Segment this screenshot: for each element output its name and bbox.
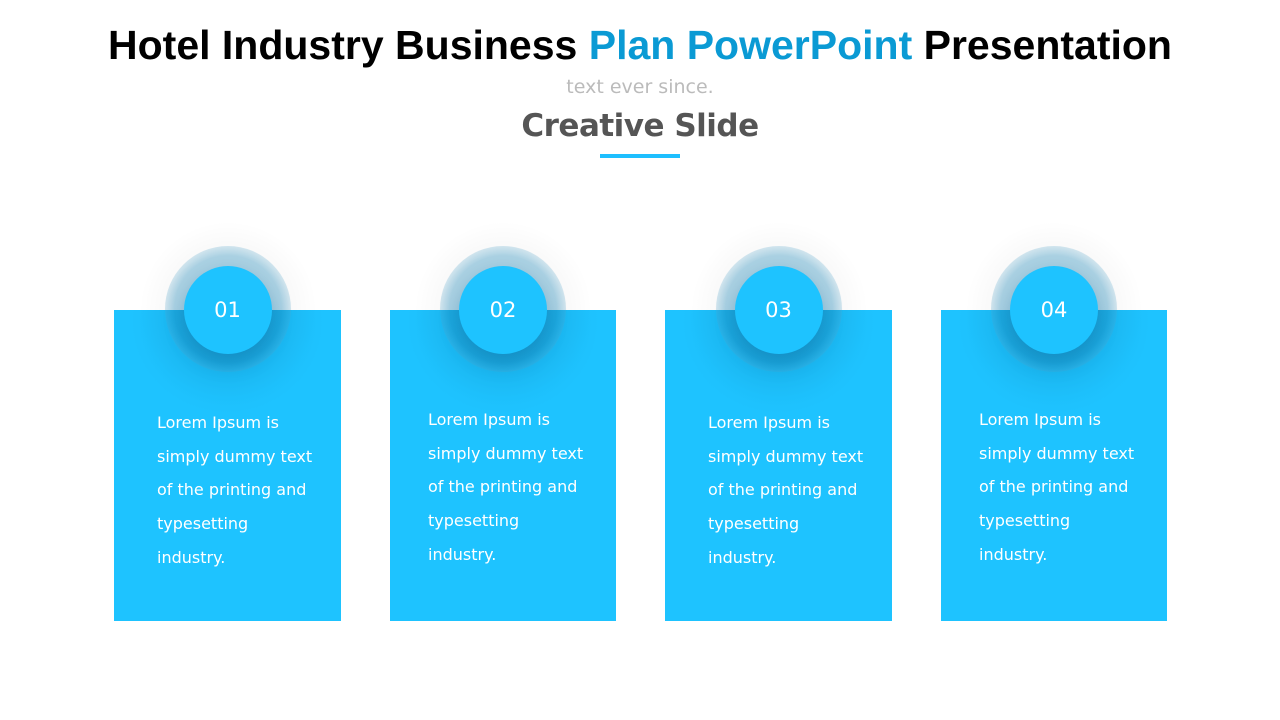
card-text: Lorem Ipsum is simply dummy text of the … xyxy=(979,410,1135,564)
slide-title: Hotel Industry Business Plan PowerPoint … xyxy=(0,22,1280,69)
title-text-end: Presentation xyxy=(912,22,1172,68)
title-highlight: Plan PowerPoint xyxy=(588,22,913,68)
card-number: 03 xyxy=(734,266,823,354)
card-3: 03 Lorem Ipsum is simply dummy text of t… xyxy=(665,220,892,621)
card-number: 01 xyxy=(183,266,272,354)
section-heading: Creative Slide xyxy=(521,108,759,144)
card-number: 04 xyxy=(1010,266,1098,354)
subtitle: text ever since. xyxy=(566,76,714,98)
card-text: Lorem Ipsum is simply dummy text of the … xyxy=(157,413,313,567)
title-text: Hotel Industry Business xyxy=(108,22,589,68)
card-2: 02 Lorem Ipsum is simply dummy text of t… xyxy=(390,220,616,621)
card-text: Lorem Ipsum is simply dummy text of the … xyxy=(708,413,864,567)
card-text: Lorem Ipsum is simply dummy text of the … xyxy=(428,410,584,564)
card-1: 01 Lorem Ipsum is simply dummy text of t… xyxy=(114,220,341,621)
card-4: 04 Lorem Ipsum is simply dummy text of t… xyxy=(941,220,1167,621)
card-number: 02 xyxy=(459,266,547,354)
heading-underline xyxy=(600,154,680,158)
